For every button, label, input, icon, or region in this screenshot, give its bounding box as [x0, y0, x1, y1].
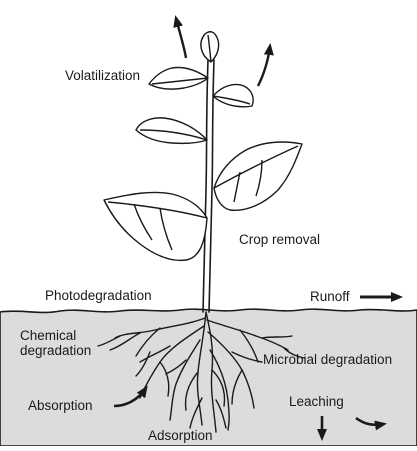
label-volatilization: Volatilization — [65, 68, 140, 83]
volatilization-arrow-right — [258, 46, 270, 86]
plant-leaves — [104, 32, 302, 261]
label-runoff: Runoff — [310, 289, 350, 304]
label-chemical-degradation: Chemical degradation — [20, 328, 91, 358]
label-microbial-degradation: Microbial degradation — [263, 352, 392, 367]
volatilization-arrow-left — [176, 18, 186, 58]
label-photodegradation: Photodegradation — [45, 288, 152, 303]
label-leaching: Leaching — [289, 394, 344, 409]
label-adsorption: Adsorption — [148, 428, 213, 443]
plant-stem — [203, 60, 214, 312]
label-absorption: Absorption — [28, 398, 93, 413]
label-crop-removal: Crop removal — [239, 232, 320, 247]
